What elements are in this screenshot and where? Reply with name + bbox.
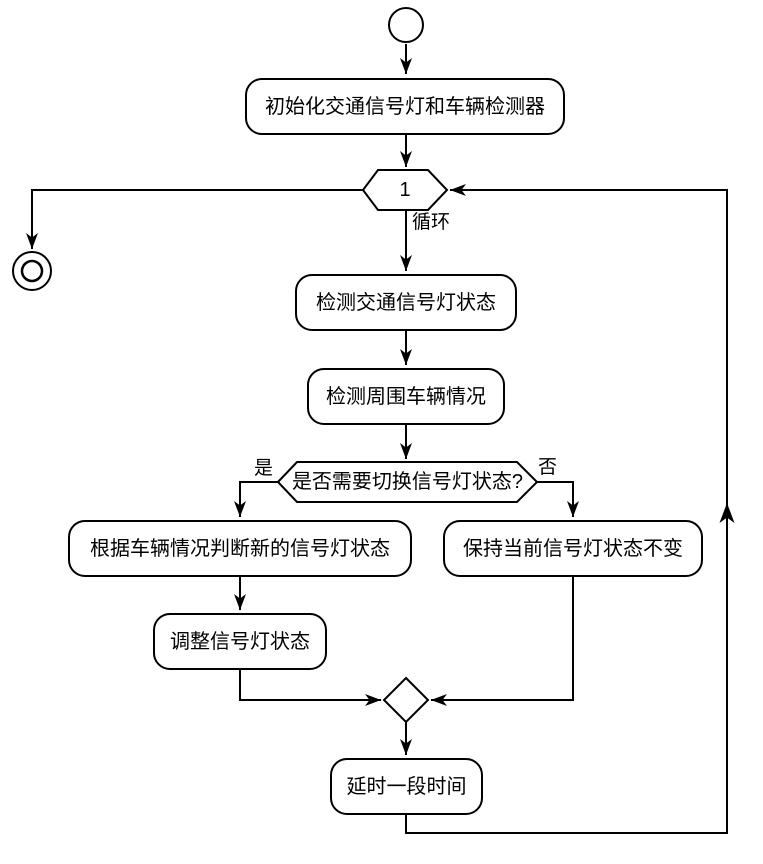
edge-label-yes: 是 — [254, 458, 274, 479]
activity-delay: 延时一段时间 — [330, 758, 483, 815]
activity-judge-new-state-label: 根据车辆情况判断新的信号灯状态 — [90, 537, 390, 560]
end-node-inner-circle — [20, 259, 44, 283]
activity-init-label: 初始化交通信号灯和车辆检测器 — [265, 95, 545, 118]
edge-adjust-to-merge — [239, 670, 381, 706]
activity-delay-label: 延时一段时间 — [346, 775, 467, 798]
edge-label-loop: 循环 — [412, 212, 451, 233]
activity-init: 初始化交通信号灯和车辆检测器 — [245, 78, 565, 135]
activity-adjust-state-label: 调整信号灯状态 — [170, 630, 310, 653]
edge-decision-yes — [234, 481, 278, 517]
edge-delay-loopback — [405, 184, 728, 834]
activity-detect-vehicles-label: 检测周围车辆情况 — [326, 385, 486, 408]
decision-hexagon — [276, 461, 539, 503]
merge-diamond — [382, 676, 430, 724]
activity-keep-state: 保持当前信号灯状态不变 — [443, 520, 703, 577]
edge-loop-to-end — [26, 189, 363, 249]
loop-hexagon — [361, 169, 449, 211]
activity-detect-vehicles: 检测周围车辆情况 — [307, 368, 505, 425]
edge-decision-no — [537, 481, 579, 517]
start-node — [388, 7, 424, 43]
activity-judge-new-state: 根据车辆情况判断新的信号灯状态 — [68, 520, 412, 577]
loopback-mid-arrowhead — [719, 503, 735, 523]
edge-keep-to-merge — [431, 577, 574, 706]
activity-detect-light: 检测交通信号灯状态 — [295, 274, 517, 331]
edge-label-no: 否 — [538, 457, 558, 478]
activity-adjust-state: 调整信号灯状态 — [153, 613, 327, 670]
activity-keep-state-label: 保持当前信号灯状态不变 — [463, 537, 683, 560]
activity-detect-light-label: 检测交通信号灯状态 — [316, 291, 496, 314]
